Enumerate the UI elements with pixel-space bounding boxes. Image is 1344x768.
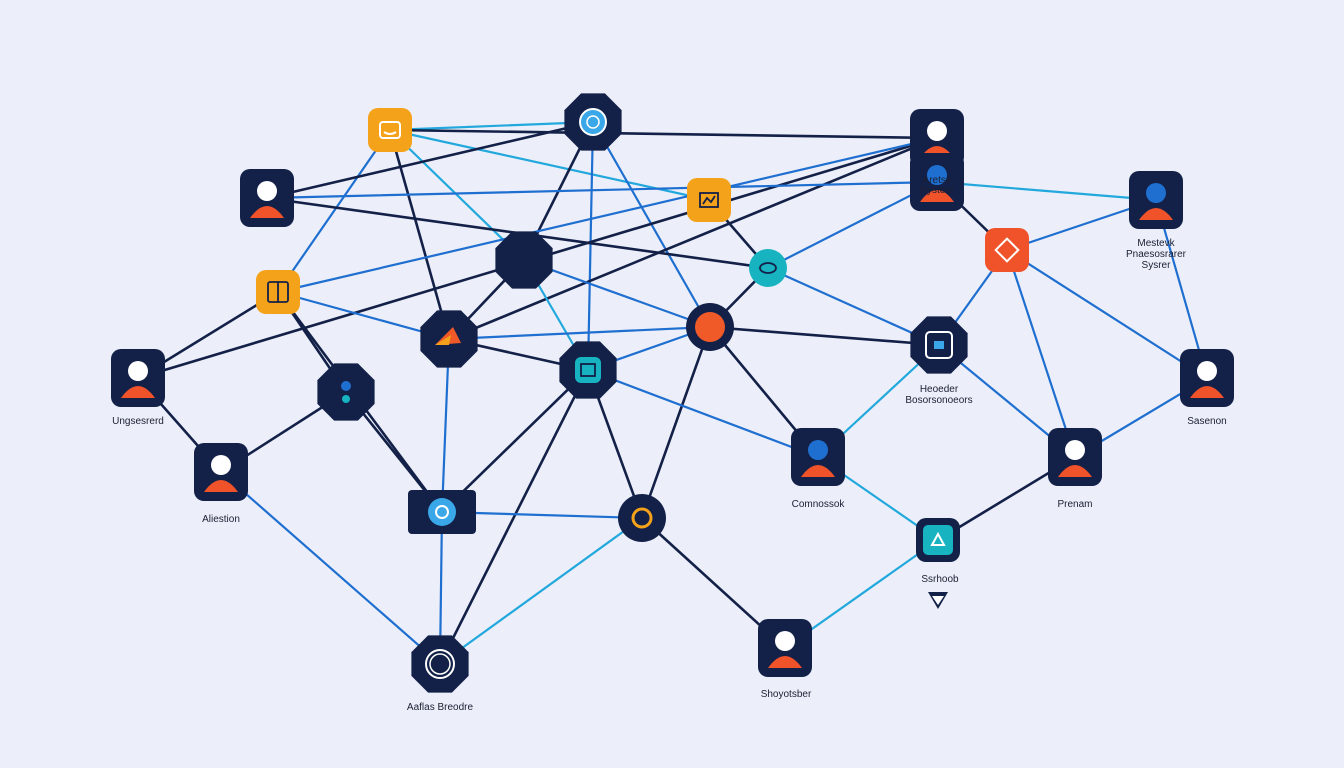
- node-n19-person-icon[interactable]: [791, 428, 845, 486]
- edge-n1-n12: [388, 128, 451, 341]
- edge-n8-n17: [1005, 248, 1209, 380]
- edge-n1-n2: [388, 120, 595, 132]
- node-n27-shield-icon[interactable]: [928, 592, 948, 609]
- edge-n1-n3: [388, 128, 939, 140]
- node-n15-person-icon[interactable]: [111, 349, 165, 407]
- edge-n7-n17: [1154, 198, 1209, 380]
- connection-lines: [136, 120, 1209, 666]
- node-n26-person-icon[interactable]: [758, 619, 812, 677]
- node-n20-person-icon[interactable]: [1048, 428, 1102, 486]
- node-label-n26: Shoyotsber: [761, 689, 812, 700]
- edge-n4-n5: [265, 180, 939, 200]
- node-label-n3: Aretse: [923, 175, 952, 186]
- edge-n3-n12: [447, 136, 939, 341]
- node-label-n14: Heoeder: [920, 384, 959, 395]
- edge-n21-n25: [219, 470, 442, 666]
- node-n7-person-icon[interactable]: [1129, 171, 1183, 229]
- node-n4-person-icon[interactable]: [910, 153, 964, 211]
- edge-n4-n7: [935, 180, 1158, 202]
- node-n9-node-icon[interactable]: [495, 231, 553, 289]
- edge-n1-n11: [276, 128, 392, 294]
- node-label-n17: Sasenon: [1187, 416, 1226, 427]
- node-label-n4: Rysteer: [920, 185, 955, 196]
- edge-n16-n19: [586, 368, 820, 459]
- node-n6-chart-icon[interactable]: [687, 178, 731, 222]
- node-n1-card-icon[interactable]: [368, 108, 412, 152]
- node-n2-globe-icon[interactable]: [564, 93, 622, 151]
- node-label-n24: Ssrhoob: [921, 574, 959, 585]
- node-n21-person-icon[interactable]: [194, 443, 248, 501]
- node-n13-orange-dot-icon[interactable]: [686, 303, 734, 351]
- node-n11-grid-icon[interactable]: [256, 270, 300, 314]
- node-label-n20: Prenam: [1057, 499, 1092, 510]
- node-n12-logo-icon[interactable]: [420, 310, 478, 368]
- edge-n1-n9: [388, 128, 526, 262]
- edge-n9-n13: [522, 258, 712, 329]
- edge-n10-n14: [766, 266, 941, 347]
- node-n22-chat-icon[interactable]: [408, 490, 476, 534]
- edge-n16-n22: [440, 368, 590, 514]
- node-label-n25: Aaflas Breodre: [407, 702, 474, 713]
- node-n23-ring-icon[interactable]: [618, 494, 666, 542]
- edge-n12-n13: [447, 325, 712, 341]
- node-label-n7: Mestevk: [1137, 238, 1175, 249]
- edge-n13-n23: [640, 325, 712, 520]
- node-n24-triangle-icon[interactable]: [916, 518, 960, 562]
- edge-n2-n16: [586, 120, 595, 372]
- node-label-n7: Pnaesosrarer: [1126, 249, 1187, 260]
- node-label-n15: Ungsesrerd: [112, 416, 164, 427]
- node-label-n19: Comnossok: [792, 499, 846, 510]
- node-n5-person-icon[interactable]: [240, 169, 294, 227]
- edge-n2-n5: [265, 120, 595, 200]
- edge-n16-n25: [438, 368, 590, 666]
- node-n10-eye-icon[interactable]: [749, 249, 787, 287]
- edge-n13-n14: [708, 325, 941, 347]
- node-layer: AretseRysteerMestevkPnaesosrarerSysrerHe…: [111, 93, 1234, 713]
- edge-n3-n11: [276, 136, 939, 294]
- edge-n23-n25: [438, 516, 644, 666]
- node-n8-diamond-icon[interactable]: [985, 228, 1029, 272]
- node-label-n7: Sysrer: [1142, 260, 1172, 271]
- node-n17-person-icon[interactable]: [1180, 349, 1234, 407]
- node-label-n14: Bosorsonoeors: [905, 395, 972, 406]
- node-n25-circle-icon[interactable]: [411, 635, 469, 693]
- node-n18-dot-icon[interactable]: [317, 363, 375, 421]
- node-n3-person-icon[interactable]: [910, 109, 964, 167]
- node-label-n21: Aliestion: [202, 514, 240, 525]
- node-n14-bag-icon[interactable]: [910, 316, 968, 374]
- edge-n4-n10: [766, 180, 939, 270]
- node-n16-window-icon[interactable]: [559, 341, 617, 399]
- edge-n8-n20: [1005, 248, 1077, 459]
- edge-n12-n22: [440, 337, 451, 514]
